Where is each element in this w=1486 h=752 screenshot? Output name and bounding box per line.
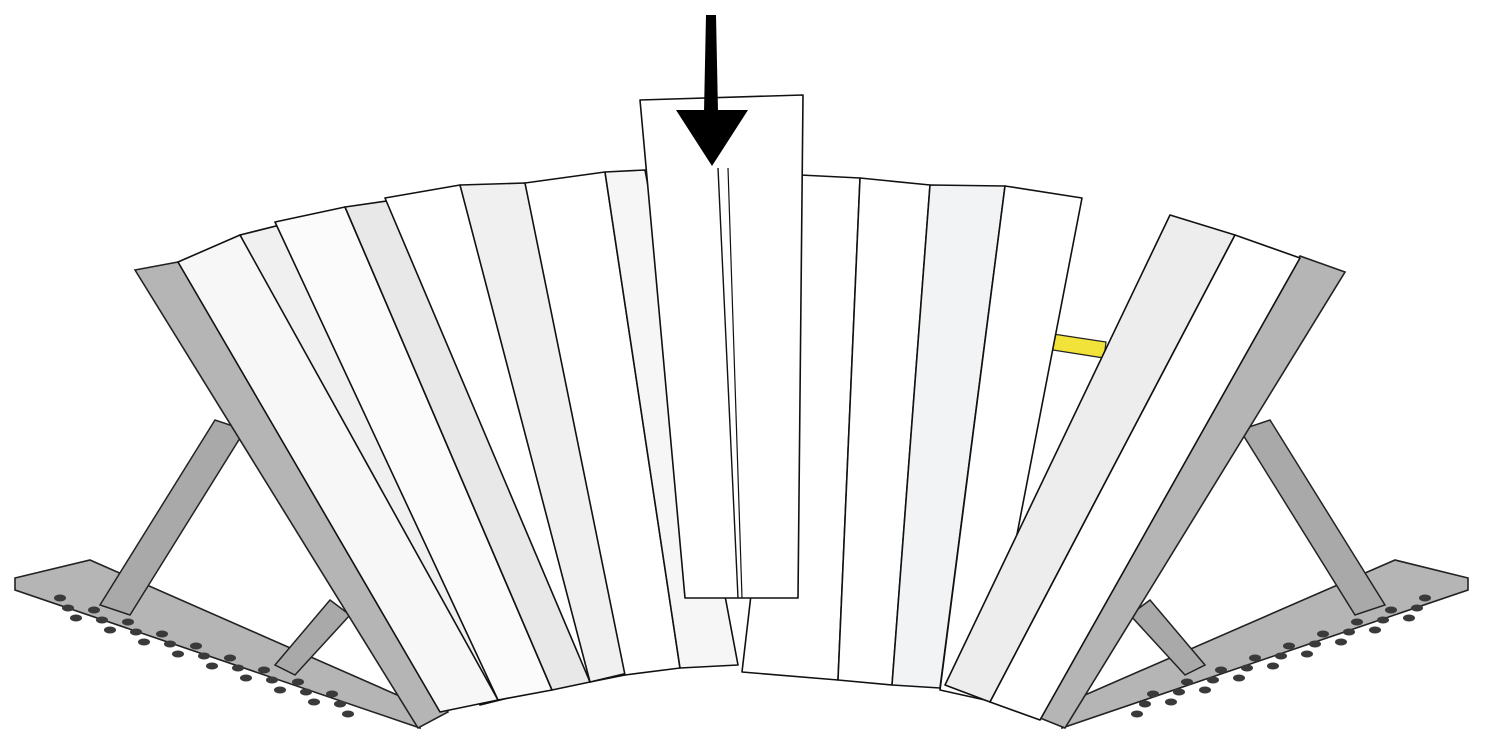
right-strut — [1238, 419, 1387, 616]
mounting-hole — [1199, 686, 1211, 694]
mounting-hole — [224, 654, 236, 662]
mounting-hole — [1267, 662, 1279, 670]
mounting-hole — [1275, 652, 1287, 660]
mounting-hole — [334, 700, 346, 708]
mounting-hole — [1233, 674, 1245, 682]
mounting-hole — [1241, 664, 1253, 672]
center-panel — [639, 94, 804, 599]
mounting-hole — [1309, 640, 1321, 648]
mounting-hole — [1249, 654, 1261, 662]
mounting-hole — [1131, 710, 1143, 718]
left-strut — [98, 419, 247, 616]
panel — [989, 234, 1301, 721]
panel-group — [177, 94, 1301, 721]
mounting-hole — [1207, 676, 1219, 684]
mounting-hole — [88, 606, 100, 614]
mounting-hole — [1181, 678, 1193, 686]
mounting-hole — [1351, 618, 1363, 626]
mounting-hole — [96, 616, 108, 624]
mounting-hole — [258, 666, 270, 674]
mounting-hole — [300, 688, 312, 696]
mounting-hole — [266, 676, 278, 684]
mounting-hole — [1301, 650, 1313, 658]
mounting-hole — [326, 690, 338, 698]
mounting-hole — [342, 710, 354, 718]
mounting-hole — [1317, 630, 1329, 638]
mounting-hole — [190, 642, 202, 650]
mounting-hole — [70, 614, 82, 622]
mounting-hole — [104, 626, 116, 634]
mounting-hole — [1411, 604, 1423, 612]
mounting-hole — [198, 652, 210, 660]
mounting-hole — [1343, 628, 1355, 636]
mounting-hole — [1335, 638, 1347, 646]
panel-fold-line — [717, 167, 739, 599]
mounting-hole — [274, 686, 286, 694]
mounting-hole — [206, 662, 218, 670]
mounting-hole — [62, 604, 74, 612]
mounting-hole — [1419, 594, 1431, 602]
mounting-hole — [308, 698, 320, 706]
mounting-hole — [138, 638, 150, 646]
mounting-hole — [1165, 698, 1177, 706]
mounting-hole — [122, 618, 134, 626]
mounting-hole — [292, 678, 304, 686]
mounting-hole — [1403, 614, 1415, 622]
panel-fold-line — [727, 167, 743, 599]
mounting-hole — [240, 674, 252, 682]
mounting-hole — [1215, 666, 1227, 674]
mounting-hole — [1377, 616, 1389, 624]
mounting-hole — [172, 650, 184, 658]
mounting-hole — [1147, 690, 1159, 698]
mounting-hole — [130, 628, 142, 636]
mounting-hole — [1139, 700, 1151, 708]
mounting-hole — [1173, 688, 1185, 696]
mounting-hole — [54, 594, 66, 602]
mounting-hole — [156, 630, 168, 638]
mounting-hole — [1385, 606, 1397, 614]
down-arrow-icon — [676, 15, 748, 166]
mounting-hole — [1283, 642, 1295, 650]
left-frame-beam — [133, 261, 450, 730]
mounting-hole — [232, 664, 244, 672]
mounting-hole — [164, 640, 176, 648]
mounting-hole — [1369, 626, 1381, 634]
